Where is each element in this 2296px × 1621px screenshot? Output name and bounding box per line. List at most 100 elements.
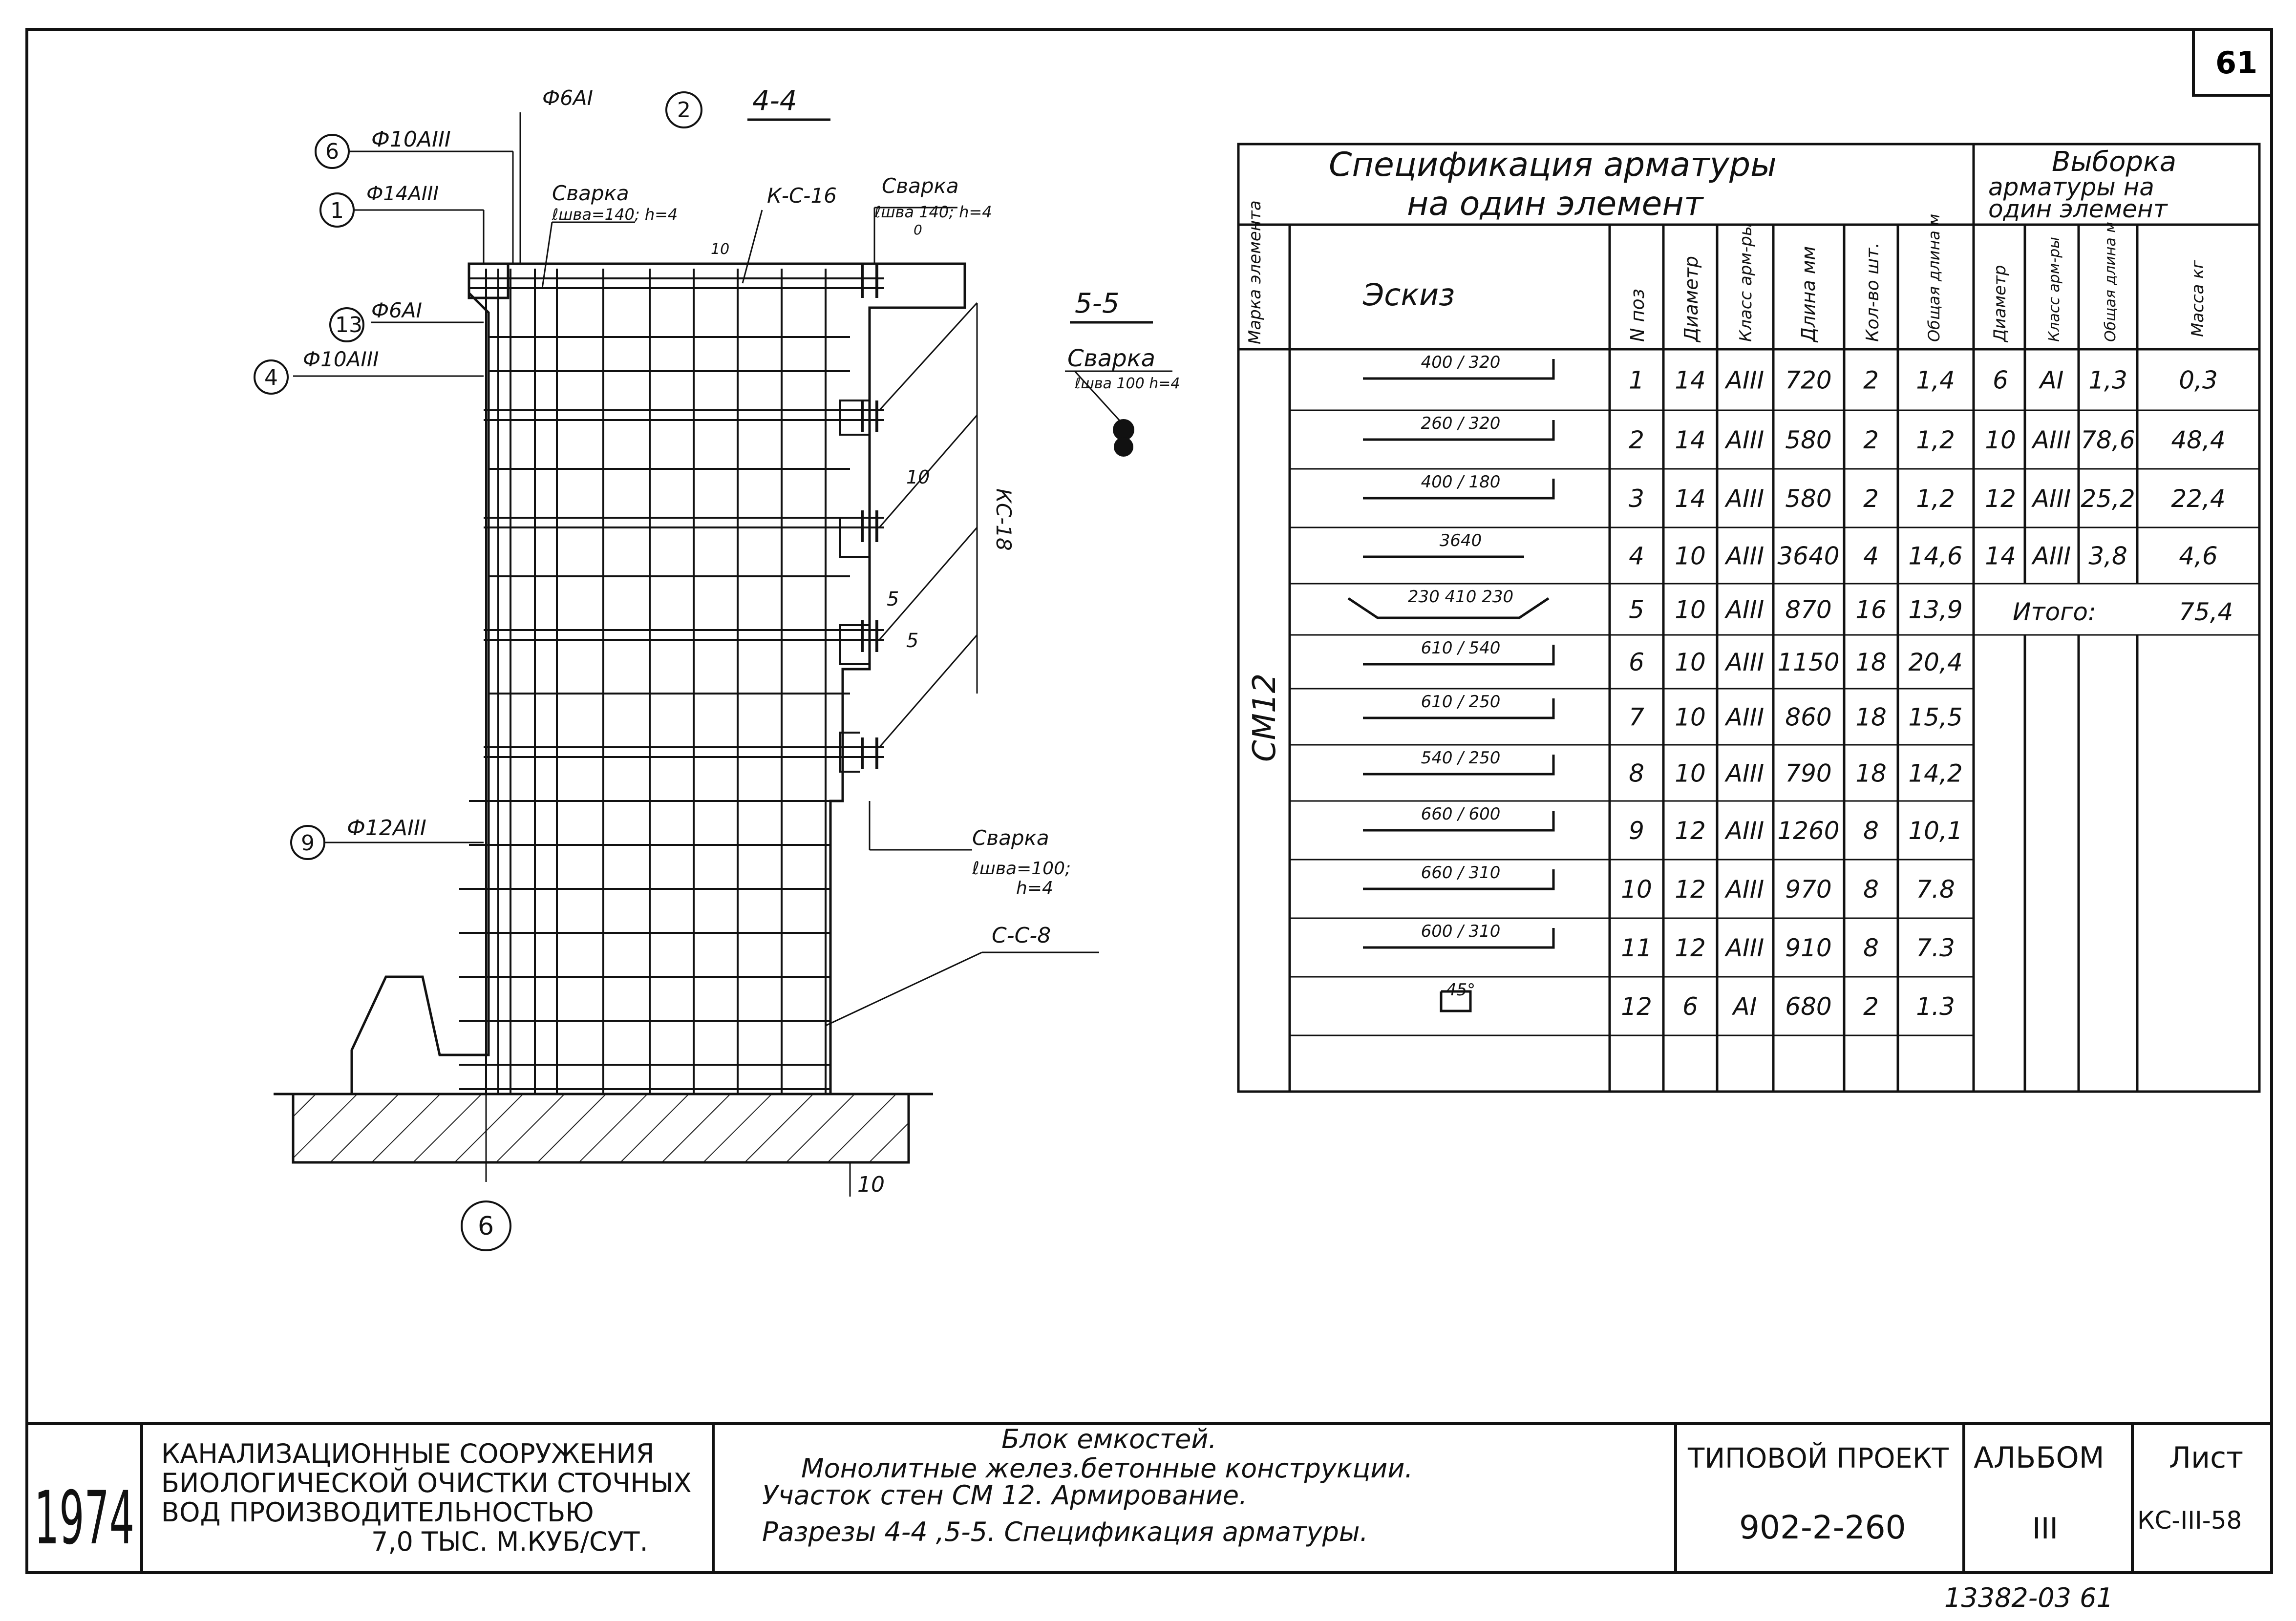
hdr-mark: Марка элемента [1245,200,1265,344]
spec-cell-pos: 12 [1621,992,1652,1021]
bar-sketch [1363,420,1555,441]
spec-cell-cls: АI [1732,992,1757,1021]
bar-sketch-dims: 610 / 250 [1421,692,1501,712]
section-4-4-title: 4-4 [752,85,797,117]
spec-cell-qty: 2 [1863,992,1879,1021]
selection-cell-total: 3,8 [2088,542,2127,570]
sel-hdr-mass: Масса кг [2188,259,2208,337]
section-5-5-title: 5-5 [1075,288,1119,319]
dim-5-b: 5 [906,630,918,652]
bar-sketch [1363,869,1555,890]
bar-sketch-dims: 400 / 320 [1421,353,1501,372]
spec-cell-len: 720 [1785,366,1831,395]
spec-cell-total: 7.8 [1916,875,1955,904]
bar-sketch-dims: 660 / 310 [1421,863,1501,883]
spec-cell-qty: 4 [1863,542,1879,570]
spec-cell-cls: АIII [1724,703,1764,732]
sheet-label: Лист [2169,1441,2243,1475]
hdr-sketch: Эскиз [1362,277,1455,313]
selection-cell-mass: 4,6 [2179,542,2218,570]
dim-5-a: 5 [887,588,899,611]
weld-bar-bottom [1114,437,1133,457]
spec-cell-cls: АIII [1724,484,1764,513]
spec-cell-total: 14,6 [1908,542,1962,570]
section-5-5: 5-5 Сварка ℓшва 100 h=4 [1065,288,1180,457]
spec-cell-cls: АIII [1724,542,1764,570]
desc-line3: Участок стен СМ 12. Армирование. [762,1480,1247,1511]
spec-cell-total: 13,9 [1908,596,1962,624]
weld-1-title: Сварка [552,181,629,205]
spec-table [1237,143,2261,1093]
project-label: ТИПОВОЙ ПРОЕКТ [1687,1442,1949,1474]
org-line4: 7,0 ТЫС. М.КУБ/СУТ. [371,1526,648,1557]
title-block [27,1422,2272,1573]
bar-sketch [1363,928,1555,949]
spec-cell-cls: АIII [1724,596,1764,624]
weld-3-params-b: h=4 [1016,878,1053,898]
spec-cell-pos: 4 [1629,542,1644,570]
callout-num-9: 9 [301,831,315,856]
callout-num-1: 1 [330,198,344,223]
selection-cell-cls: АI [2039,366,2064,395]
spec-cell-qty: 18 [1855,703,1887,732]
desc-line1: Блок емкостей. [1001,1424,1217,1454]
weld-3-title: Сварка [972,826,1049,850]
spec-cell-qty: 16 [1855,596,1887,624]
spec-cell-len: 910 [1785,934,1831,962]
spec-cell-pos: 7 [1629,703,1644,732]
spec-cell-total: 1.3 [1916,992,1955,1021]
spec-cell-dia: 14 [1675,426,1706,454]
sheet-number: 61 [2215,45,2257,81]
spec-cell-dia: 10 [1675,596,1706,624]
bar-sketch-dims: 3640 [1440,531,1482,550]
spec-cell-total: 7.3 [1916,934,1955,962]
spec-cell-len: 580 [1785,484,1831,513]
spec-cell-total: 20,4 [1908,648,1962,676]
bar-sketch-dims: 400 / 180 [1421,472,1501,492]
selection-cell-dia: 14 [1985,542,2016,570]
selection-cell-dia: 6 [1993,366,2008,395]
element-mark: СМ12 [1247,674,1283,762]
spec-cell-len: 1150 [1777,648,1839,676]
mesh-cc8: С-С-8 [992,923,1051,948]
bar-sketch [1347,597,1550,619]
spec-title-line2: на один элемент [1407,185,1704,223]
bar-sketch [1363,645,1555,666]
total-label: Итого: [2013,598,2096,626]
spec-cell-total: 1,2 [1916,426,1955,454]
bar-sketch-dims: 600 / 310 [1421,922,1501,941]
bar-sketch-dims: 45° [1446,980,1475,1000]
sel-hdr-diameter: Диаметр [1990,265,2010,343]
spec-cell-qty: 8 [1863,875,1879,904]
spec-cell-qty: 2 [1863,366,1879,395]
callout-num-13: 13 [335,313,362,337]
spec-cell-len: 580 [1785,426,1831,454]
spec-cell-dia: 10 [1675,759,1706,788]
sel-hdr-total: Общая длина м [2102,222,2119,342]
spec-cell-cls: АIII [1724,934,1764,962]
spec-cell-pos: 10 [1621,875,1652,904]
selection-cell-cls: АIII [2031,426,2071,454]
bar-sketch [1363,698,1555,719]
spec-cell-total: 15,5 [1908,703,1962,732]
dim-10-c: 10 [857,1172,885,1197]
bar-sketch [1363,479,1555,500]
spec-cell-dia: 14 [1675,366,1706,395]
spec-cell-len: 970 [1785,875,1831,904]
hdr-qty: Кол-во шт. [1863,242,1883,342]
dim-10-b: 10 [711,241,729,258]
spec-cell-len: 860 [1785,703,1831,732]
total-value: 75,4 [2179,598,2233,626]
sheet-number-box [2192,29,2272,97]
section-5-5-weld-title: Сварка [1067,345,1155,372]
spec-cell-qty: 18 [1855,759,1887,788]
org-line1: КАНАЛИЗАЦИОННЫЕ СООРУЖЕНИЯ [161,1438,654,1469]
dim-10-a: 10 [906,466,930,488]
hdr-diameter: Диаметр [1680,256,1702,343]
org-line3: ВОД ПРОИЗВОДИТЕЛЬНОСТЬЮ [161,1497,594,1528]
spec-cell-cls: АIII [1724,875,1764,904]
sel-hdr-class: Класс арм-ры [2046,237,2063,342]
dim-0: 0 [914,222,922,238]
hdr-total: Общая длина м [1925,214,1943,342]
bar-sketch-dims: 660 / 600 [1421,804,1501,824]
